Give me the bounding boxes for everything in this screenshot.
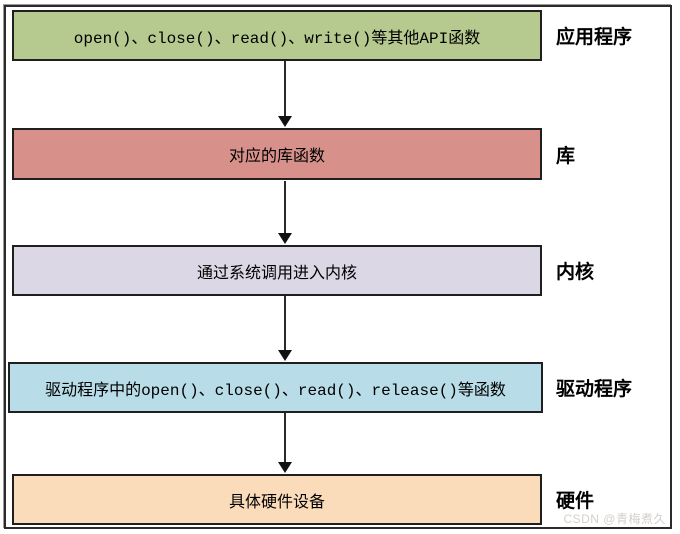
arrow-line: [284, 181, 286, 235]
layer-label-kernel: 内核: [556, 262, 595, 283]
layer-label-application: 应用程序: [556, 27, 633, 48]
arrow-line: [284, 413, 286, 464]
flow-box-kernel: 通过系统调用进入内核: [12, 245, 542, 296]
arrowhead-icon: [278, 350, 292, 361]
arrow-down-driver-to-hardware: [277, 413, 293, 473]
flow-box-library: 对应的库函数: [12, 128, 542, 180]
arrow-line: [284, 61, 286, 118]
watermark: CSDN @青梅煮久: [563, 512, 666, 526]
layer-label-driver: 驱动程序: [556, 379, 633, 400]
layer-label-hardware: 硬件: [556, 491, 595, 512]
arrowhead-icon: [278, 233, 292, 244]
layer-label-library: 库: [556, 145, 576, 167]
arrowhead-icon: [278, 462, 292, 473]
arrowhead-icon: [278, 116, 292, 127]
arrow-down-application-to-library: [277, 61, 293, 127]
arrow-down-library-to-kernel: [277, 181, 293, 244]
flow-box-driver: 驱动程序中的open()、close()、read()、release()等函数: [8, 362, 543, 413]
arrow-line: [284, 296, 286, 352]
arrow-down-kernel-to-driver: [277, 296, 293, 361]
flow-box-hardware: 具体硬件设备: [12, 474, 542, 525]
flow-box-application: open()、close()、read()、write()等其他API函数: [12, 10, 542, 61]
